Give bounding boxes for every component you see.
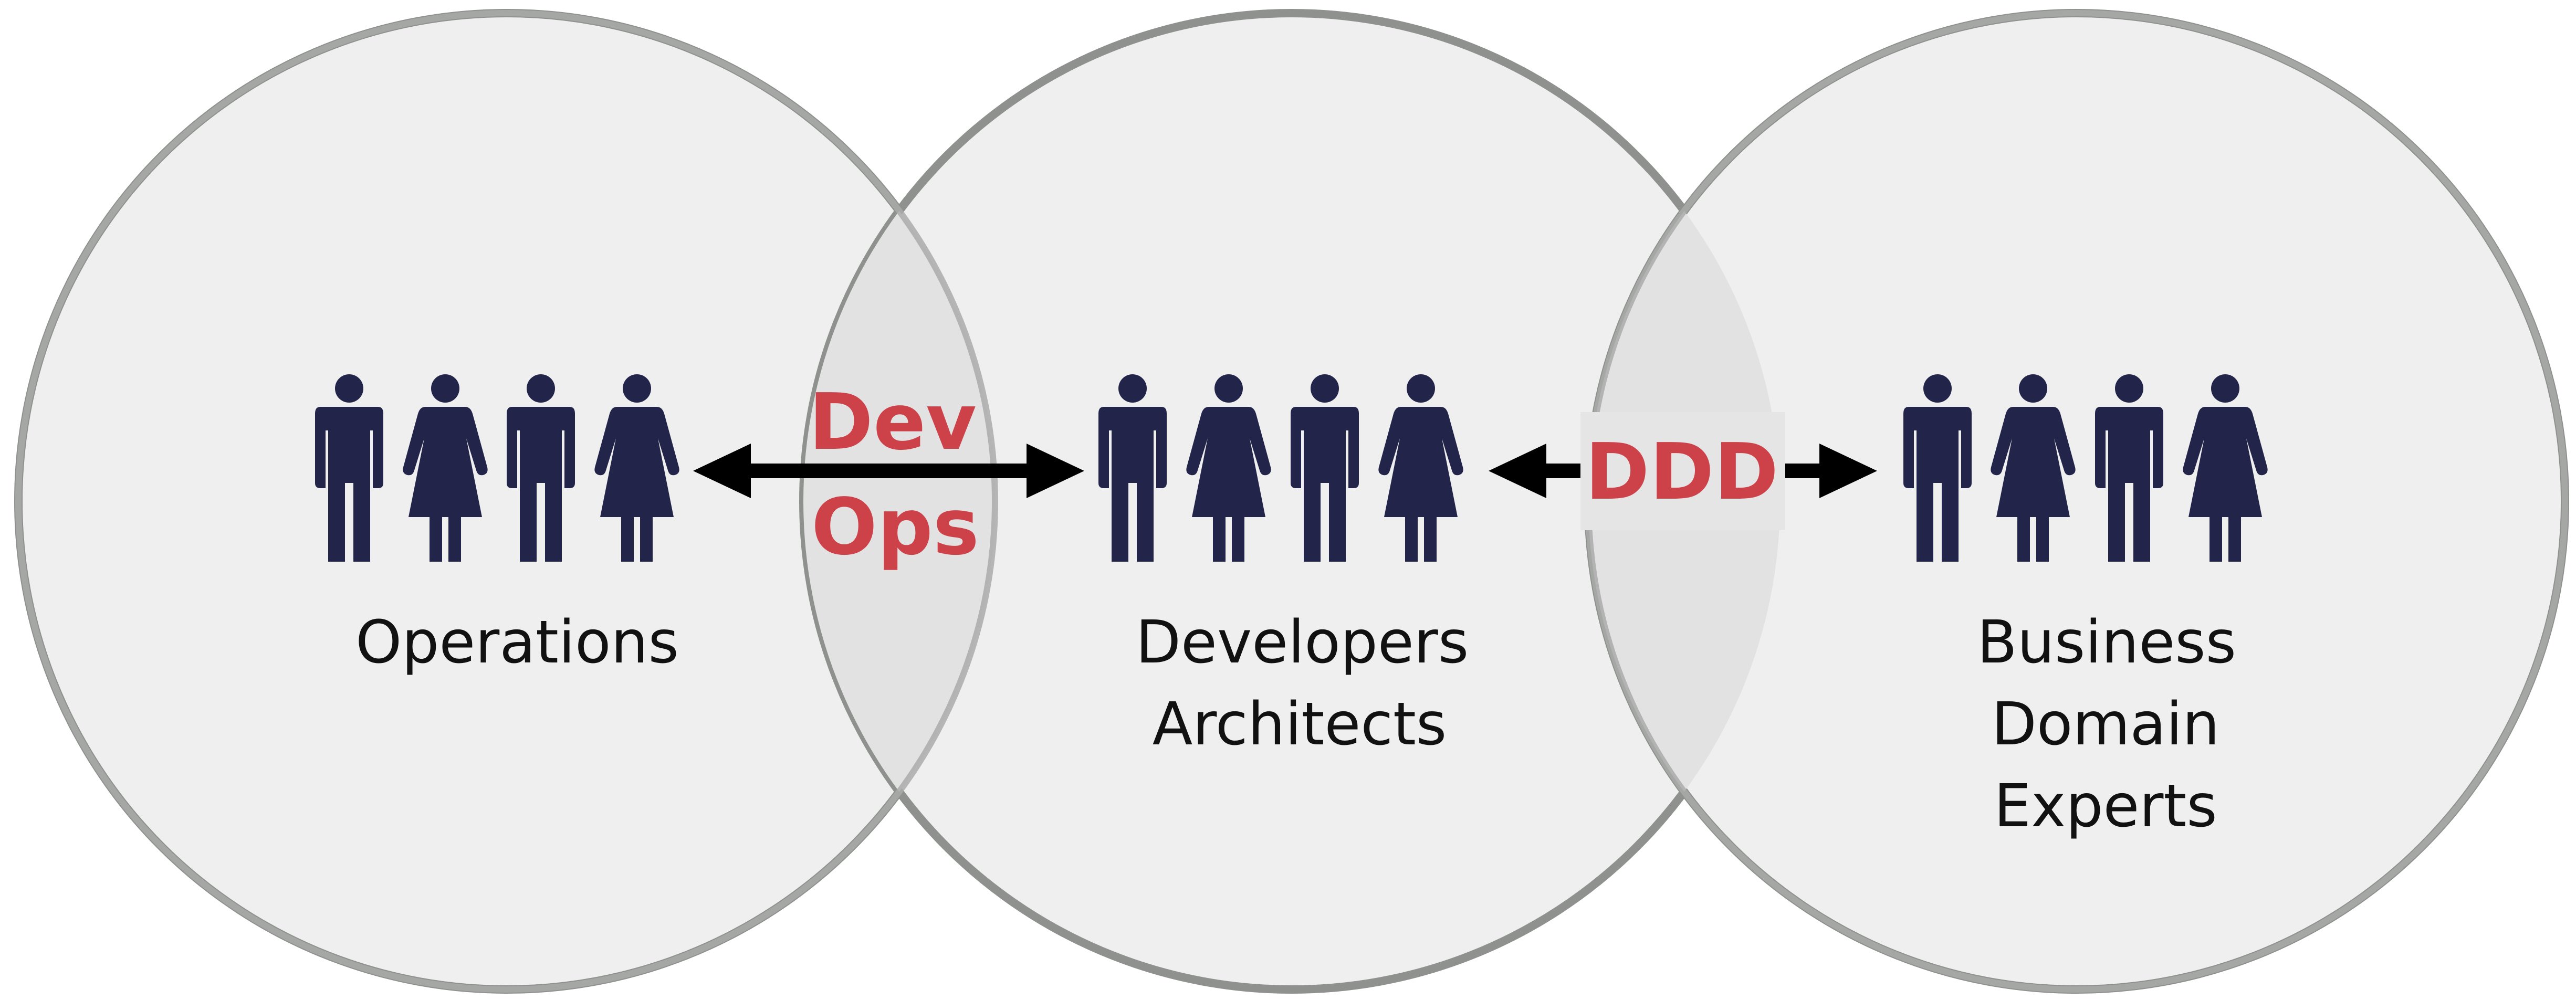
business-label: Business bbox=[1977, 608, 2236, 677]
experts-label: Experts bbox=[1994, 772, 2217, 840]
devops-label-line1: Dev bbox=[809, 377, 977, 467]
ddd-double-arrow-icon bbox=[1489, 444, 1877, 498]
ddd-label: DDD bbox=[1585, 427, 1779, 517]
architects-label: Architects bbox=[1153, 690, 1447, 759]
ddd-label-background bbox=[1580, 412, 1785, 530]
operations-circle-outline bbox=[15, 10, 998, 993]
developers-label: Developers bbox=[1136, 608, 1469, 677]
devops-label-line2: Ops bbox=[811, 482, 979, 572]
domain-label: Domain bbox=[1992, 690, 2220, 759]
devops-double-arrow-icon bbox=[693, 444, 1084, 498]
operations-label: Operations bbox=[355, 608, 679, 677]
